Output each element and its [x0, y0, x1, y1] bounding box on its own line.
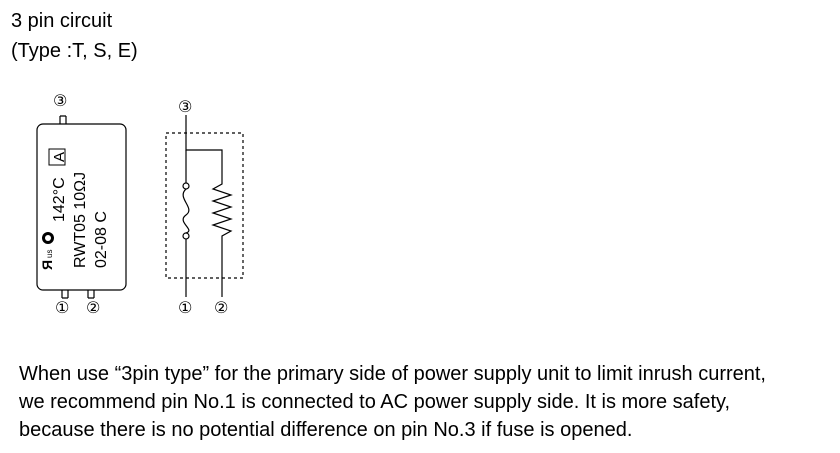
page-title: 3 pin circuit [11, 10, 113, 32]
certification-logos: Я us [39, 232, 55, 270]
svg-text:us: us [45, 250, 54, 258]
marking-line1-box-label: A [51, 152, 68, 162]
circuit-wire-top [185, 115, 223, 178]
circuit-fuse-symbol [182, 188, 190, 234]
component-body [36, 123, 127, 291]
component-pin-right [87, 290, 95, 299]
component-pin-left-label: ① [55, 298, 69, 317]
marking-line2: RWT05 10ΩJ [72, 172, 89, 268]
circuit-fuse-terminal-bottom [182, 232, 190, 240]
marking-line1: 142°C [51, 177, 68, 222]
component-pin-left [61, 290, 69, 299]
note-line-1: When use “3pin type” for the primary sid… [19, 363, 766, 385]
circuit-fuse-terminal-top [182, 182, 190, 190]
component-pin-top-label: ③ [53, 91, 67, 110]
component-pin-top [59, 115, 67, 124]
svg-text:Я: Я [39, 260, 55, 270]
marking-line1-box [48, 148, 66, 166]
circuit-pin-left-label: ① [178, 298, 192, 317]
note-line-3: because there is no potential difference… [19, 419, 633, 441]
note-line-2: we recommend pin No.1 is connected to AC… [19, 391, 731, 413]
circuit-resistor-symbol [211, 178, 233, 297]
component-pin-right-label: ② [86, 298, 100, 317]
circuit-pin-right-label: ② [214, 298, 228, 317]
recommendation-note: When use “3pin type” for the primary sid… [19, 360, 766, 444]
page-subtitle: (Type :T, S, E) [11, 40, 138, 62]
marking-line3: 02-08 C [93, 211, 110, 268]
circuit-package-outline [165, 132, 244, 279]
circuit-pin-top-label: ③ [178, 97, 192, 116]
